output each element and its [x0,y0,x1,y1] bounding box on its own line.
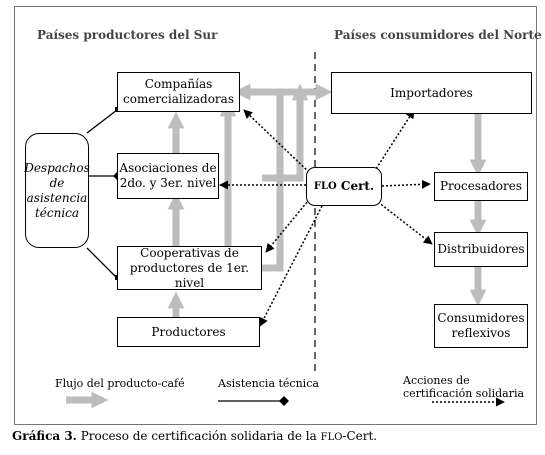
cert-arrow-distribuidores [377,201,433,245]
cert-arrow-productores [259,205,323,327]
legend-assist-marker [279,396,289,406]
caption-suffix: -Cert. [342,429,378,443]
box-cooperativas: Cooperativas de productores de 1er. nive… [117,246,262,290]
header-south: Países productores del Sur [37,28,218,42]
box-despachos: Despachos de asistencia técnica [24,133,90,248]
caption-text: Proceso de certificación solidaria de la [80,429,317,443]
caption-number: Gráfica 3. [12,429,77,443]
figure-caption: Gráfica 3. Proceso de certificación soli… [12,429,377,443]
box-despachos-label: Despachos de asistencia técnica [24,160,90,220]
box-distribuidores-label: Distribuidores [437,242,525,256]
box-consumidores-label: Consumidores reflexivos [437,311,525,340]
box-asociaciones: Asociaciones de 2do. y 3er. nivel [117,153,219,199]
box-importadores: Importadores [331,72,532,114]
box-cooperativas-label: Cooperativas de productores de 1er. nive… [129,245,250,290]
flo-suffix: Cert. [340,179,375,193]
header-north: Países consumidores del Norte [334,28,542,42]
box-productores-label: Productores [151,324,226,339]
box-companias: Compañías comercializadoras [117,72,240,112]
assist-line-companias [86,109,118,134]
legend-acciones-label: Acciones de certificación solidaria [403,374,525,400]
flow-asociaciones-right [262,83,309,182]
assist-line-cooperativas [86,247,118,279]
box-procesadores: Procesadores [434,172,528,201]
legend-asistencia-label: Asistencia técnica [218,377,319,390]
caption-flo: FLO [320,432,343,443]
box-productores: Productores [117,317,260,347]
box-flo-cert: FLO Cert. [306,167,382,206]
cert-arrow-importadores [373,109,415,173]
box-distribuidores: Distribuidores [434,232,528,267]
box-importadores-label: Importadores [390,85,473,100]
flo-prefix: FLO [313,181,337,192]
cert-arrow-cooperativas [265,195,313,253]
legend-flujo-label: Flujo del producto-café [55,377,185,390]
box-asociaciones-label: Asociaciones de 2do. y 3er. nivel [119,161,217,190]
box-consumidores: Consumidores reflexivos [434,304,528,348]
box-companias-label: Compañías comercializadoras [123,77,234,106]
box-procesadores-label: Procesadores [439,179,523,193]
cert-arrow-procesadores [381,179,431,189]
